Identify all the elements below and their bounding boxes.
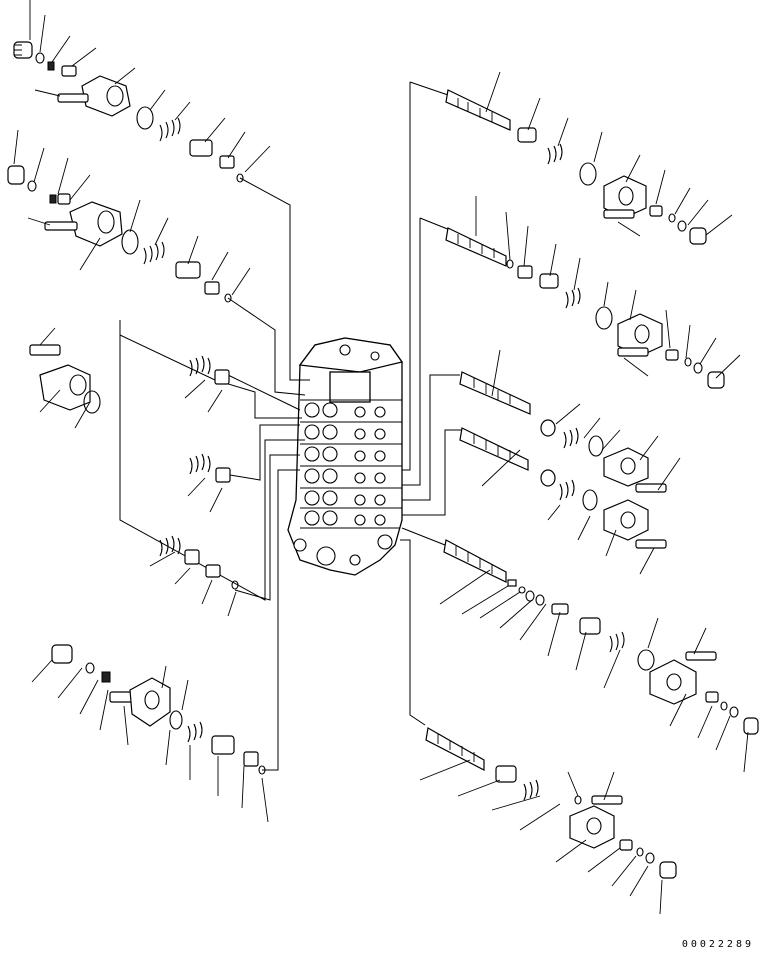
- connection-lines: [119, 81, 462, 771]
- parts-group-top-left-1: [13, 0, 271, 183]
- parts-group-top-right-1: [445, 71, 733, 245]
- parts-group-top-left-2: [7, 129, 251, 303]
- parts-group-bottom-right: [419, 727, 677, 915]
- control-valve-body: [287, 337, 404, 576]
- parts-group-bottom-left: [31, 644, 269, 823]
- drawing-number: 00022289: [681, 939, 754, 950]
- parts-group-left-middle: [29, 327, 239, 617]
- parts-group-top-right-2: [445, 196, 741, 389]
- valve-section-ports: [304, 402, 386, 526]
- parts-group-right-middle: [459, 349, 681, 575]
- parts-group-right-lower: [439, 539, 759, 773]
